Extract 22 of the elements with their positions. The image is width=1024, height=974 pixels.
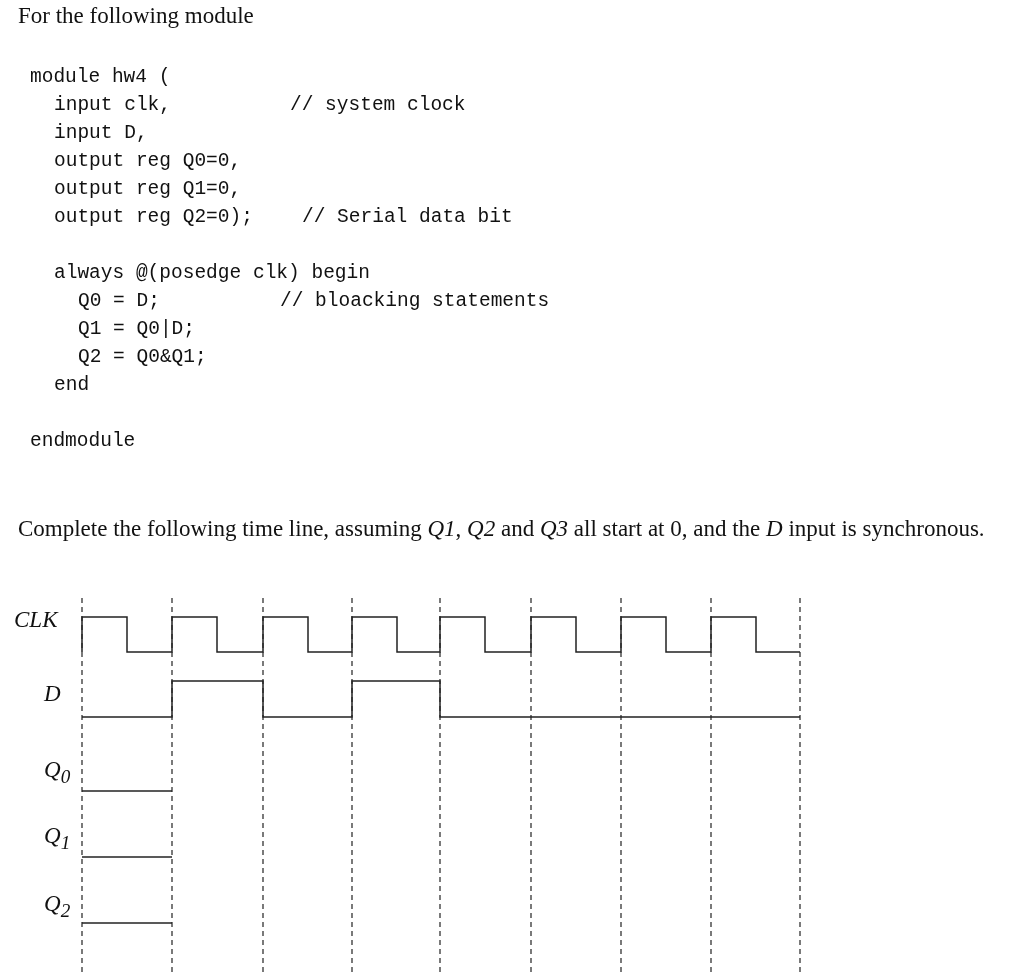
question-text: For the following module <box>18 2 254 30</box>
code-line: output reg Q0=0, <box>54 150 242 174</box>
code-line: always @(posedge clk) begin <box>54 262 370 286</box>
code-line: output reg Q2=0); <box>54 206 253 230</box>
code-line: Q1 = Q0|D; <box>78 318 196 342</box>
code-line: Q2 = Q0&Q1; <box>78 346 207 370</box>
signal-label: Q$_{2}$ <box>44 890 71 922</box>
code-line: output reg Q1=0, <box>54 178 242 202</box>
signal-label: D <box>44 680 61 708</box>
code-comment: // system clock <box>290 94 466 118</box>
code-line: module hw4 ( <box>30 66 171 90</box>
code-comment: // Serial data bit <box>302 206 513 230</box>
signal-label: CLK <box>14 606 58 634</box>
signal-label: Q$_{0}$ <box>44 756 71 788</box>
signal-label: Q$_{1}$ <box>44 822 71 854</box>
instruction-text: Complete the following time line, assuming Q1, Q2 and Q3 all start at 0, and the D input is synchronous. <box>18 515 986 543</box>
code-line: input clk, <box>54 94 172 118</box>
code-line: Q0 = D; <box>78 290 160 314</box>
code-comment: // bloacking statements <box>280 290 550 314</box>
code-line: input D, <box>54 122 148 146</box>
code-line: end <box>54 374 90 398</box>
code-line: endmodule <box>30 430 136 454</box>
